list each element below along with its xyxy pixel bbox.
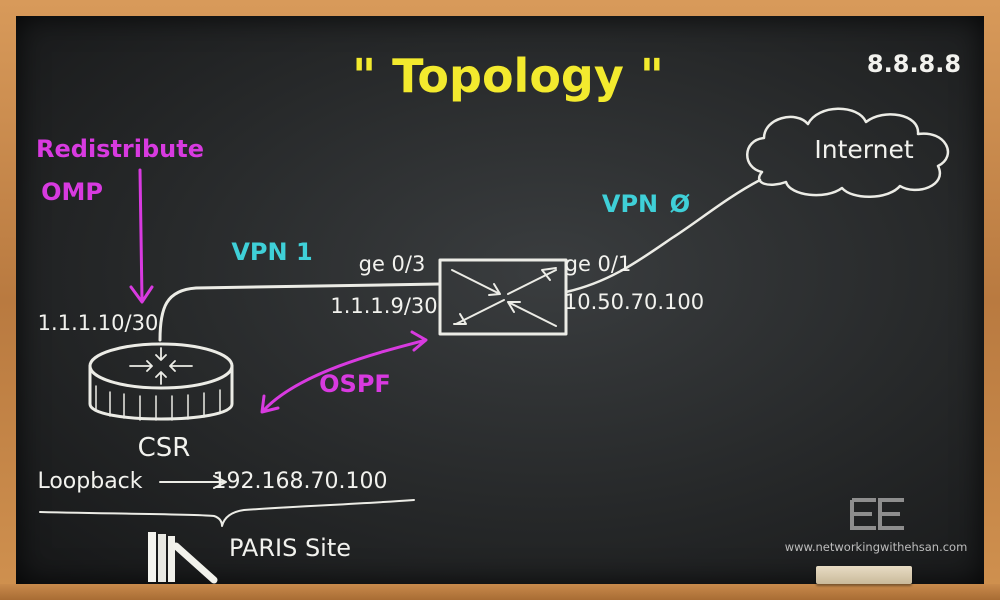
vpn1-label: VPN 1 xyxy=(231,238,312,266)
diagram-title: " Topology " xyxy=(352,49,664,103)
edge-wan-ip-label: 10.50.70.100 xyxy=(564,290,704,314)
redistribute-label: Redistribute xyxy=(36,135,204,163)
vpn0-label: VPN xyxy=(602,190,658,218)
eraser xyxy=(816,566,912,584)
csr-label: CSR xyxy=(138,433,191,463)
website-label: www.networkingwithehsan.com xyxy=(785,540,968,554)
site-label: PARIS Site xyxy=(229,534,351,562)
site-brace xyxy=(39,499,415,527)
ospf-arrow xyxy=(260,330,428,414)
chalk-sticks xyxy=(148,532,218,584)
internet-cloud-icon xyxy=(746,107,950,198)
edge-lan-ip-label: 1.1.1.9/30 xyxy=(330,294,437,318)
chalk-tray xyxy=(0,584,1000,600)
ehsan-logo-icon xyxy=(850,498,904,530)
redistribute-arrow xyxy=(129,168,154,304)
chalkboard-surface: " Topology " 8.8.8.8 Internet Redistribu… xyxy=(16,16,984,584)
loopback-ip-label: 192.168.70.100 xyxy=(213,469,388,494)
dns-address-label: 8.8.8.8 xyxy=(867,50,961,78)
edge-router-icon xyxy=(438,258,568,336)
loopback-label: Loopback xyxy=(37,469,142,494)
link-csr-edge xyxy=(158,282,442,342)
topology-diagram: " Topology " 8.8.8.8 Internet Redistribu… xyxy=(36,49,968,584)
vpn0-number: Ø xyxy=(670,190,690,218)
internet-label: Internet xyxy=(814,135,913,164)
omp-label: OMP xyxy=(41,178,103,206)
csr-router-icon xyxy=(88,342,234,421)
csr-ip-label: 1.1.1.10/30 xyxy=(38,311,159,335)
loopback-arrow xyxy=(159,475,227,489)
interface-ge01-label: ge 0/1 xyxy=(565,252,632,276)
interface-ge03-label: ge 0/3 xyxy=(359,252,426,276)
ospf-label: OSPF xyxy=(319,370,391,398)
link-edge-internet xyxy=(564,178,762,294)
